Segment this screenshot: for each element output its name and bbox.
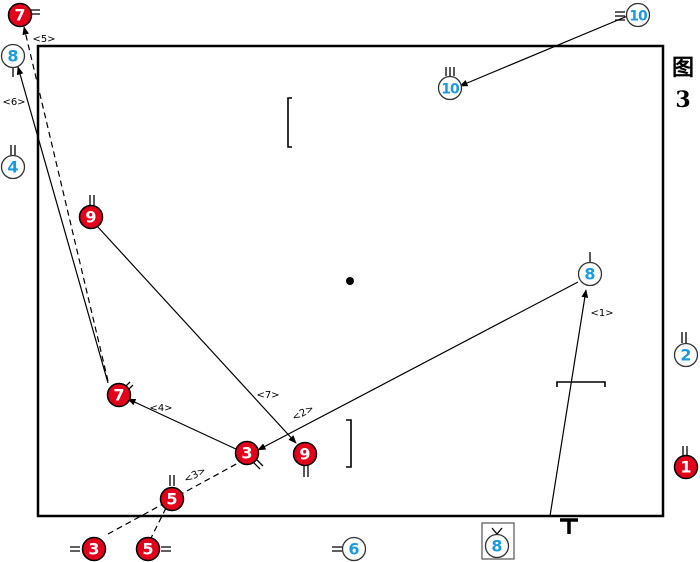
bar-marker xyxy=(556,381,606,387)
svg-text:3: 3 xyxy=(88,540,99,559)
svg-text:5: 5 xyxy=(166,490,177,509)
blue-player-4: 4 xyxy=(0,154,26,180)
box-marker xyxy=(481,522,515,560)
center-spot xyxy=(346,277,354,285)
blue-player-8-topleft: 8 xyxy=(0,43,26,69)
svg-text:6: 6 xyxy=(348,540,359,559)
blue-player-8-boxed: 8 xyxy=(484,533,510,559)
red-player-1: 1 xyxy=(673,454,699,480)
pass-line-10 xyxy=(459,14,631,87)
svg-text:5: 5 xyxy=(142,540,153,559)
blue-player-10: 10 xyxy=(437,75,463,101)
svg-text:10: 10 xyxy=(441,82,460,98)
svg-text:9: 9 xyxy=(299,445,310,464)
pass-line-1 xyxy=(549,289,589,517)
red-player-7: 7 xyxy=(106,382,132,408)
svg-text:4: 4 xyxy=(7,158,18,177)
run-line-5 xyxy=(22,26,109,382)
blue-player-6: 6 xyxy=(341,536,367,562)
figure-label-number: 3 xyxy=(675,87,691,113)
blue-player-2: 2 xyxy=(673,342,699,368)
step-label-2: <2> xyxy=(290,403,316,424)
run-line-7 xyxy=(96,225,297,444)
svg-text:8: 8 xyxy=(584,265,595,284)
red-player-3: 3 xyxy=(234,440,260,466)
red-player-9b: 9 xyxy=(292,441,318,467)
red-player-9: 9 xyxy=(78,204,104,230)
step-label-1: <1> xyxy=(590,308,613,319)
svg-text:10: 10 xyxy=(629,9,648,25)
svg-text:2: 2 xyxy=(680,346,691,365)
red-player-5-out: 5 xyxy=(135,536,161,562)
figure-label-cn: 图 xyxy=(671,55,694,81)
svg-text:9: 9 xyxy=(85,208,96,227)
svg-text:8: 8 xyxy=(7,47,18,66)
step-label-4: <4> xyxy=(149,403,172,414)
svg-text:7: 7 xyxy=(14,6,25,25)
svg-text:7: 7 xyxy=(113,386,124,405)
t-marker xyxy=(560,518,578,534)
step-label-6: <6> xyxy=(2,97,25,108)
figure-label: 图 3 xyxy=(668,52,698,116)
red-player-3-out: 3 xyxy=(81,536,107,562)
step-label-5: <5> xyxy=(32,34,55,45)
pass-line-2 xyxy=(257,281,579,451)
pass-line-6 xyxy=(16,66,109,384)
step-label-3: <3> xyxy=(182,465,208,486)
goal-bracket-top xyxy=(287,97,292,148)
blue-player-10-top: 10 xyxy=(625,2,651,28)
red-player-7-top: 7 xyxy=(7,2,33,28)
pass-line-4 xyxy=(127,398,239,451)
step-label-7: <7> xyxy=(256,390,279,401)
svg-text:8: 8 xyxy=(491,537,502,556)
field-boundary xyxy=(36,44,665,518)
svg-text:1: 1 xyxy=(680,458,691,477)
svg-text:3: 3 xyxy=(241,444,252,463)
blue-player-8: 8 xyxy=(577,261,603,287)
goal-bracket-bottom xyxy=(346,419,352,468)
red-player-5: 5 xyxy=(159,486,185,512)
run-line-5-short xyxy=(149,507,167,541)
